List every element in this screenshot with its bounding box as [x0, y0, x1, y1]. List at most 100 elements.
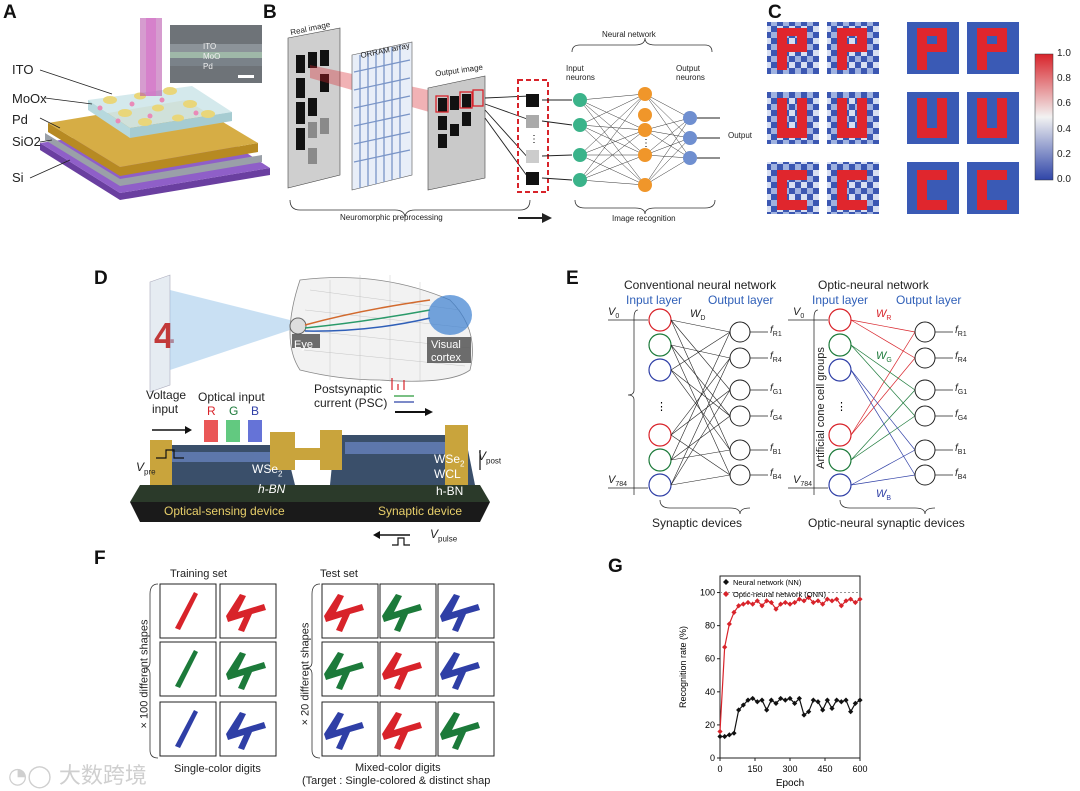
- svg-text:⋮: ⋮: [529, 134, 539, 145]
- test-side-label: × 20 different shapes: [299, 622, 312, 726]
- series-line-0: [720, 697, 861, 738]
- conv-out-g1: G1: [772, 389, 783, 396]
- wcl-label: WCL: [434, 467, 461, 481]
- cone-groups-label: Artificial cone cell groups: [814, 347, 827, 469]
- wg-label: WG: [876, 350, 892, 364]
- y-tick-label: 100: [700, 588, 715, 598]
- colorbar-tick-08: 0.8: [1057, 73, 1071, 84]
- onn-devices-label: Optic-neural synaptic devices: [808, 516, 965, 530]
- optical-r-label: R: [207, 404, 216, 418]
- series-1-point: [857, 596, 863, 602]
- series-0-point: [824, 697, 830, 703]
- neural-network-label: Neural network: [602, 30, 656, 39]
- onn-v784-v: V: [793, 474, 801, 486]
- image-recognition-label: Image recognition: [612, 214, 676, 223]
- wse2-right-label: WSe2: [434, 452, 465, 469]
- wd-sub: D: [700, 315, 706, 323]
- optical-sensing-label: Optical-sensing device: [164, 504, 285, 518]
- vpre-sub: pre: [144, 467, 156, 477]
- training-set-label: Training set: [170, 568, 228, 580]
- series-0-point: [848, 709, 854, 715]
- colorbar-tick-04: 0.4: [1057, 124, 1071, 135]
- wg-sub: G: [886, 357, 892, 365]
- output-neurons-label: Output neurons: [676, 64, 705, 82]
- voltage-input-line2: input: [152, 402, 179, 416]
- onn-v784-sub: 784: [800, 481, 813, 489]
- conv-input-layer: Input layer: [626, 293, 683, 307]
- series-1-point: [759, 603, 765, 609]
- panel-f-label: F: [94, 548, 106, 569]
- panel-c-label: C: [768, 2, 782, 23]
- series-1-point: [722, 644, 728, 650]
- x-tick-label: 450: [817, 764, 832, 774]
- series-1-point: [745, 599, 751, 606]
- onn-out-b1: B1: [957, 449, 967, 456]
- vpost-sub: post: [486, 456, 502, 466]
- optical-b-label: B: [251, 404, 260, 418]
- conv-output-layer: Output layer: [708, 293, 774, 307]
- x-tick-label: 0: [717, 764, 722, 774]
- conv-out-b4: B4: [772, 474, 782, 481]
- series-0-point: [829, 705, 835, 711]
- series-line-1: [719, 596, 861, 732]
- mixed-color-label: Mixed-color digits: [355, 762, 441, 774]
- network-comparison-diagram: ⋮ ⋮: [608, 308, 953, 515]
- svg-text:⋮: ⋮: [656, 401, 667, 413]
- synaptic-devices-label: Synaptic devices: [652, 516, 743, 530]
- conventional-nn-title: Conventional neural network: [624, 278, 777, 292]
- series-0-point: [838, 699, 844, 705]
- conv-v784-v: V: [608, 474, 616, 486]
- conv-v0-sub: 0: [615, 313, 620, 321]
- svg-text:⋮: ⋮: [836, 401, 847, 413]
- eye-label: Eye: [294, 339, 313, 351]
- colorbar-tick-06: 0.6: [1057, 98, 1071, 109]
- vpulse-v: V: [430, 527, 439, 541]
- colorbar-tick-1: 1.0: [1057, 48, 1071, 59]
- train-side-label: × 100 different shapes: [138, 619, 151, 729]
- series-0-point: [801, 712, 807, 718]
- wse2-left-text: WSe: [252, 462, 279, 476]
- hbn-left-label: h-BN: [258, 482, 286, 496]
- svg-text:4: 4: [154, 315, 174, 356]
- series-1-point: [824, 596, 830, 602]
- onn-output-layer: Output layer: [896, 293, 962, 307]
- y-tick-label: 80: [705, 621, 715, 631]
- psc-line2: current (PSC): [314, 396, 388, 410]
- onn-title: Optic-neural network: [818, 278, 929, 292]
- series-1-point: [834, 596, 840, 602]
- layer-moox: MoOx: [12, 91, 47, 106]
- onn-v784: V784: [793, 474, 812, 488]
- wd-label: WD: [690, 308, 705, 322]
- output-label: Output: [728, 131, 753, 140]
- vpost-label: Vpost: [478, 449, 501, 465]
- series-0-point: [815, 699, 821, 705]
- colorbar-tick-00: 0.0: [1057, 174, 1071, 185]
- watermark-icon: ◔◯: [8, 764, 52, 789]
- legend-label: Optic-neural network (ONN): [733, 590, 826, 599]
- conv-v784-sub: 784: [615, 481, 628, 489]
- optic-neural-device-illustration: 4: [130, 274, 490, 546]
- layer-si: Si: [12, 170, 24, 185]
- series-0-point: [731, 730, 737, 736]
- conv-out-b1: B1: [772, 449, 782, 456]
- onn-input-layer: Input layer: [812, 293, 869, 307]
- panel-a-label: A: [3, 2, 17, 23]
- inset-moo: MoO: [203, 52, 221, 61]
- onn-out-g1: G1: [957, 389, 968, 396]
- conv-v784: V784: [608, 474, 627, 488]
- conv-v0-v: V: [608, 306, 616, 318]
- legend-label: Neural network (NN): [733, 578, 802, 587]
- vpulse-label: Vpulse: [430, 527, 457, 543]
- series-0-point: [764, 707, 770, 713]
- x-tick-label: 150: [747, 764, 762, 774]
- series-1-point: [848, 596, 854, 602]
- wr-label: WR: [876, 308, 891, 322]
- series-0-point: [810, 697, 816, 703]
- panel-e-label: E: [566, 268, 579, 289]
- psc-line1: Postsynaptic: [314, 382, 383, 396]
- device-stack-illustration: [29, 18, 270, 200]
- panel-b-label: B: [263, 2, 277, 23]
- watermark-text: 大数跨境: [58, 764, 147, 789]
- hbn-right-label: h-BN: [436, 484, 464, 498]
